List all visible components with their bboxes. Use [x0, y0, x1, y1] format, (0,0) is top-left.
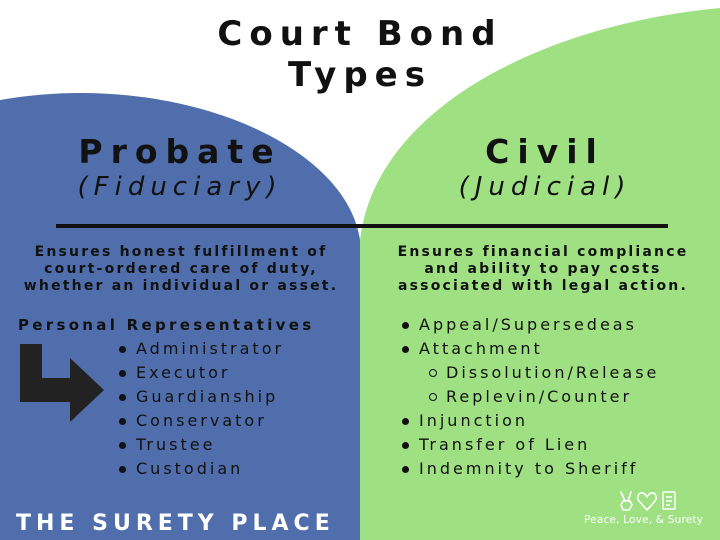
probate-description-line: court-ordered care of duty,: [44, 261, 318, 277]
list-item-label: Attachment: [419, 339, 543, 358]
list-item-label: Indemnity to Sheriff: [419, 459, 639, 478]
probate-description-line: whether an individual or asset.: [23, 278, 339, 294]
document-icon: [662, 491, 676, 510]
list-item-label: Appeal/Supersedeas: [419, 315, 637, 334]
probate-description-line: Ensures honest fulfillment of: [34, 244, 328, 260]
page-title-line1: Court Bond: [217, 14, 503, 54]
list-item: Indemnity to Sheriff: [402, 457, 659, 481]
list-item-label: Executor: [136, 363, 231, 382]
list-item: Trustee: [119, 433, 284, 457]
list-item-label: Trustee: [136, 435, 216, 454]
bullet-icon: [402, 466, 409, 473]
list-item-label: Dissolution/Release: [446, 363, 660, 382]
civil-description-line: associated with legal action.: [397, 278, 688, 294]
page-title-line2: Types: [288, 55, 432, 95]
list-item-label: Injunction: [419, 411, 529, 430]
brand-icons: [620, 491, 676, 511]
list-item: Appeal/Supersedeas: [402, 313, 659, 337]
hollow-bullet-icon: [429, 369, 437, 377]
list-item: Conservator: [119, 409, 284, 433]
bullet-icon: [119, 346, 126, 353]
bullet-icon: [119, 370, 126, 377]
list-item: Custodian: [119, 457, 284, 481]
peace-hand-icon: [620, 491, 633, 511]
list-item: Administrator: [119, 337, 285, 361]
probate-title: Probate: [78, 132, 282, 171]
civil-panel: [360, 8, 720, 540]
list-item-label: Replevin/Counter: [446, 387, 633, 406]
list-item: Transfer of Lien: [402, 433, 659, 457]
list-item-label: Guardianship: [136, 387, 279, 406]
civil-description-line: Ensures financial compliance: [397, 244, 689, 260]
list-item-label: Conservator: [136, 411, 267, 430]
civil-subtitle: (Judicial): [458, 172, 632, 202]
civil-description: Ensures financial compliance and ability…: [366, 244, 720, 295]
probate-panel: [0, 92, 360, 540]
bullet-icon: [119, 466, 126, 473]
hollow-bullet-icon: [429, 393, 437, 401]
bullet-icon: [119, 442, 126, 449]
list-item-label: Custodian: [136, 459, 244, 478]
list-item: Attachment: [402, 337, 659, 361]
list-subitem: Replevin/Counter: [429, 385, 659, 409]
bullet-icon: [119, 394, 126, 401]
probate-description: Ensures honest fulfillment of court-orde…: [0, 244, 362, 295]
bullet-icon: [402, 442, 409, 449]
list-item: Executor: [119, 361, 284, 385]
bullet-icon: [402, 346, 409, 353]
list-subitem: Dissolution/Release: [429, 361, 660, 385]
divider-line: [56, 224, 668, 228]
probate-list: Administrator Executor Guardianship Cons…: [119, 337, 285, 481]
bent-arrow-right-icon: [20, 344, 104, 422]
list-item: Injunction: [402, 409, 659, 433]
list-item-label: Administrator: [136, 339, 285, 358]
civil-title: Civil: [485, 132, 605, 171]
list-item-label: Transfer of Lien: [419, 435, 591, 454]
bullet-icon: [402, 418, 409, 425]
heart-icon: [636, 492, 658, 511]
brand-name: THE SURETY PLACE: [16, 511, 335, 536]
personal-representatives-heading: Personal Representatives: [18, 316, 315, 334]
list-item: Guardianship: [119, 385, 284, 409]
bullet-icon: [119, 418, 126, 425]
probate-subtitle: (Fiduciary): [77, 172, 283, 202]
civil-list: Appeal/Supersedeas Attachment Dissolutio…: [402, 313, 660, 481]
civil-description-line: and ability to pay costs: [424, 261, 662, 277]
brand-tagline: Peace, Love, & Surety: [584, 514, 704, 526]
bullet-icon: [402, 322, 409, 329]
